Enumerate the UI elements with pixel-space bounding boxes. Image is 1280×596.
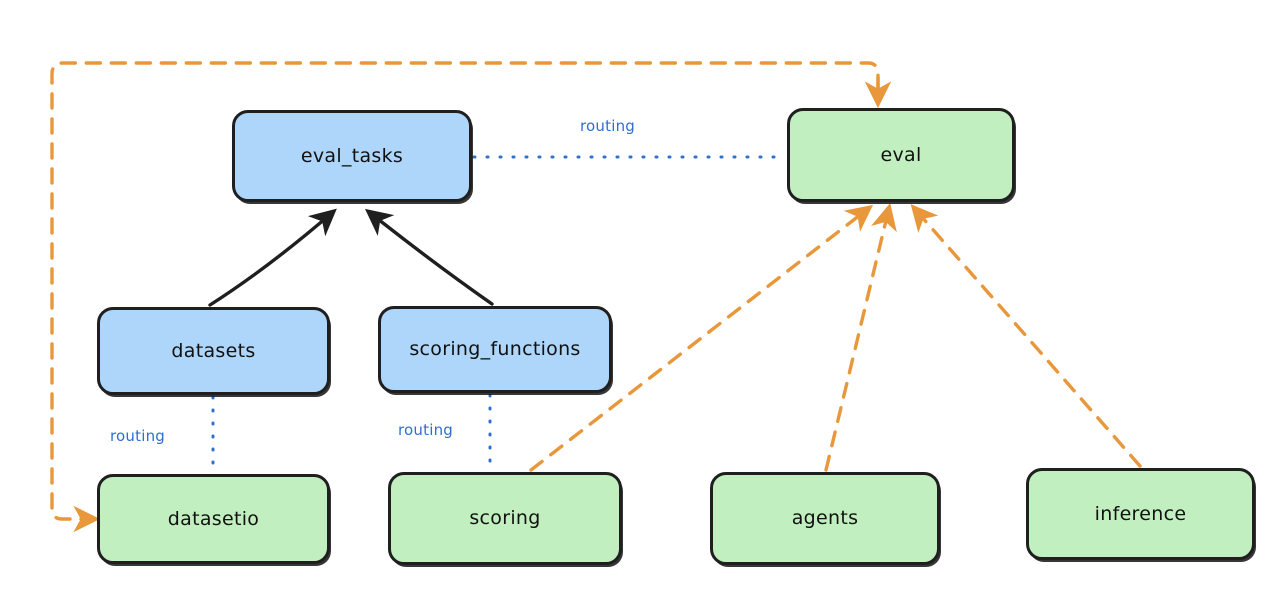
edge-eval-to-datasetio: [50, 61, 880, 533]
node-scoring[interactable]: scoring: [388, 472, 622, 565]
node-label-datasets: datasets: [171, 339, 256, 362]
edge-agents-to-eval: [824, 203, 897, 472]
node-scoring-functions[interactable]: scoring_functions: [378, 306, 612, 393]
edge-inference-to-eval: [910, 204, 1142, 468]
node-label-datasetio: datasetio: [167, 507, 260, 530]
node-datasets[interactable]: datasets: [97, 307, 330, 395]
node-inference[interactable]: inference: [1026, 468, 1255, 560]
node-label-agents: agents: [791, 507, 859, 530]
edge-label-routing-scoring-functions-scoring: routing: [398, 421, 453, 439]
edge-label-routing-datasets-datasetio: routing: [110, 427, 165, 445]
node-label-eval-tasks: eval_tasks: [300, 144, 404, 167]
edge-scoring-to-eval: [529, 204, 874, 472]
node-datasetio[interactable]: datasetio: [97, 474, 330, 564]
node-eval[interactable]: eval: [787, 108, 1015, 202]
node-label-scoring: scoring: [469, 507, 541, 530]
edge-scoring-functions-to-eval-tasks: [365, 208, 494, 306]
node-agents[interactable]: agents: [710, 472, 940, 565]
node-label-inference: inference: [1094, 502, 1187, 525]
edge-datasets-to-eval-tasks: [208, 208, 337, 307]
edge-label-routing-eval-tasks-eval: routing: [580, 117, 635, 135]
node-label-eval: eval: [880, 143, 922, 166]
node-eval-tasks[interactable]: eval_tasks: [232, 110, 472, 202]
node-label-scoring-functions: scoring_functions: [409, 338, 581, 361]
